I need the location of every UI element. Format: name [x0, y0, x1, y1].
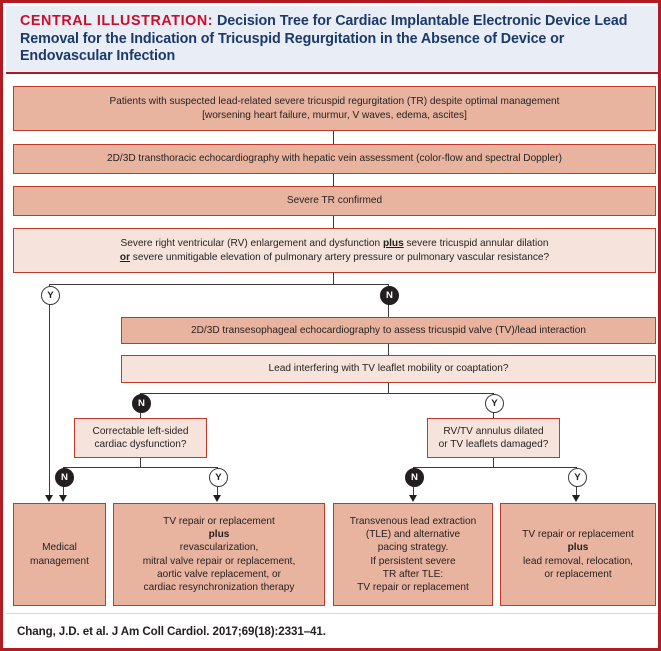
- node-tte: 2D/3D transthoracic echocardiography wit…: [13, 144, 656, 174]
- arrowhead-annulus-yes-to-tv-lead: [572, 495, 581, 502]
- connector-annulus-bar: [413, 467, 577, 469]
- node-question-correctable-line1: Correctable left-sided: [92, 425, 189, 437]
- connector-severe-tr-to-question-rv: [333, 216, 335, 228]
- connector-rv-no-to-tee: [388, 303, 390, 317]
- node-outcome-tv-plus-lead: TV repair or replacement plus lead remov…: [500, 503, 656, 606]
- node-question-lead-line1: Lead interfering with TV leaflet mobilit…: [268, 363, 509, 375]
- branch-label-rv-no: N: [380, 286, 399, 305]
- connector-correctable-no-down: [63, 485, 65, 497]
- connector-lead-yes-to-annulus: [493, 411, 495, 418]
- outcome-tv-lead-line1: TV repair or replacement: [522, 529, 634, 541]
- node-patients: Patients with suspected lead-related sev…: [13, 86, 656, 131]
- outcome-tv-revasc-line3: revascularization,: [179, 542, 259, 554]
- arrowhead-correctable-no-to-medical: [59, 495, 68, 502]
- connector-question-rv-stem: [333, 273, 335, 285]
- branch-label-rv-yes: Y: [41, 286, 60, 305]
- outcome-medical-line2: management: [30, 555, 89, 567]
- outcome-tle-line3: pacing strategy.: [377, 542, 449, 554]
- node-tte-line1: 2D/3D transthoracic echocardiography wit…: [107, 153, 562, 165]
- connector-rv-yes-long-vertical: [49, 303, 51, 497]
- branch-label-annulus-no: N: [405, 468, 424, 487]
- outcome-tle-line5: TR after TLE:: [382, 568, 444, 580]
- citation: Chang, J.D. et al. J Am Coll Cardiol. 20…: [17, 625, 326, 638]
- outcome-tv-revasc-line4: mitral valve repair or replacement,: [142, 555, 296, 567]
- node-outcome-tv-plus-revasc: TV repair or replacement plus revascular…: [113, 503, 325, 606]
- connector-correctable-yes-down: [217, 485, 219, 497]
- node-question-correctable-line2: cardiac dysfunction?: [94, 439, 187, 450]
- node-question-lead: Lead interfering with TV leaflet mobilit…: [121, 355, 656, 383]
- central-illustration-label: CENTRAL ILLUSTRATION:: [20, 13, 214, 29]
- question-rv-line1-a: Severe right ventricular (RV) enlargemen…: [120, 238, 383, 250]
- node-question-annulus-line1: RV/TV annulus dilated: [443, 425, 544, 437]
- node-tee: 2D/3D transesophageal echocardiography t…: [121, 317, 656, 344]
- node-tee-line1: 2D/3D transesophageal echocardiography t…: [191, 324, 586, 336]
- connector-tte-to-severe-tr: [333, 174, 335, 186]
- connector-question-lead-stem: [388, 383, 390, 394]
- arrowhead-correctable-yes-to-tv-revasc: [213, 495, 222, 502]
- branch-label-correctable-yes: Y: [209, 468, 228, 487]
- outcome-tv-revasc-line6: cardiac resynchronization therapy: [143, 581, 295, 593]
- question-rv-line2-b: severe unmitigable elevation of pulmonar…: [130, 251, 550, 263]
- node-outcome-medical: Medical management: [13, 503, 106, 606]
- node-severe-tr-line1: Severe TR confirmed: [286, 195, 383, 207]
- connector-annulus-yes-down: [576, 485, 578, 497]
- node-patients-line2: [worsening heart failure, murmur, V wave…: [202, 109, 467, 121]
- connector-patients-to-tte: [333, 131, 335, 144]
- branch-label-annulus-yes: Y: [568, 468, 587, 487]
- connector-annulus-stem: [493, 458, 495, 468]
- outcome-tle-line1: Transvenous lead extraction: [349, 515, 477, 527]
- page-title-text: Decision Tree for Cardiac Implantable El…: [20, 13, 628, 65]
- outcome-tv-revasc-plus: plus: [208, 529, 230, 541]
- connector-question-lead-bar: [140, 393, 494, 395]
- branch-label-lead-yes: Y: [485, 394, 504, 413]
- node-patients-line1: Patients with suspected lead-related sev…: [109, 96, 560, 108]
- outcome-medical-line1: Medical: [42, 542, 77, 554]
- connector-annulus-no-down: [413, 485, 415, 497]
- outcome-tv-revasc-line1: TV repair or replacement: [163, 515, 275, 527]
- outcome-tv-lead-line4: or replacement: [544, 568, 612, 580]
- outcome-tle-line6: TV repair or replacement: [357, 581, 469, 593]
- outcome-tv-lead-line3: lead removal, relocation,: [523, 555, 633, 567]
- node-question-annulus-line2: or TV leaflets damaged?: [438, 439, 549, 450]
- node-question-annulus: RV/TV annulus dilated or TV leaflets dam…: [427, 418, 560, 458]
- poster-header: CENTRAL ILLUSTRATION: Decision Tree for …: [6, 6, 658, 74]
- connector-correctable-bar: [63, 467, 218, 469]
- arrowhead-rv-yes-to-medical: [45, 495, 54, 502]
- node-question-correctable: Correctable left-sided cardiac dysfuncti…: [74, 418, 207, 458]
- node-outcome-tle: Transvenous lead extraction (TLE) and al…: [333, 503, 493, 606]
- question-rv-plus: plus: [382, 238, 404, 250]
- outcome-tv-revasc-line5: aortic valve replacement, or: [157, 568, 281, 580]
- outcome-tle-line4: If persistent severe: [370, 555, 456, 567]
- citation-divider: [6, 613, 658, 614]
- node-question-rv: Severe right ventricular (RV) enlargemen…: [13, 228, 656, 273]
- branch-label-lead-no: N: [132, 394, 151, 413]
- connector-correctable-stem: [140, 458, 142, 468]
- question-rv-line1-b: severe tricuspid annular dilation: [403, 238, 549, 250]
- page-title: CENTRAL ILLUSTRATION: Decision Tree for …: [20, 13, 647, 66]
- outcome-tv-lead-plus: plus: [567, 542, 589, 554]
- arrowhead-annulus-no-to-tle: [409, 495, 418, 502]
- outcome-tle-line2: (TLE) and alternative: [365, 529, 461, 541]
- node-severe-tr: Severe TR confirmed: [13, 186, 656, 216]
- node-question-rv-line1: Severe right ventricular (RV) enlargemen…: [20, 237, 649, 250]
- connector-tee-to-question-lead: [388, 344, 390, 355]
- branch-label-correctable-no: N: [55, 468, 74, 487]
- node-question-rv-line2: or severe unmitigable elevation of pulmo…: [20, 251, 649, 264]
- question-rv-or: or: [119, 251, 130, 263]
- connector-lead-no-to-correctable: [140, 411, 142, 418]
- connector-question-rv-bar: [49, 284, 389, 286]
